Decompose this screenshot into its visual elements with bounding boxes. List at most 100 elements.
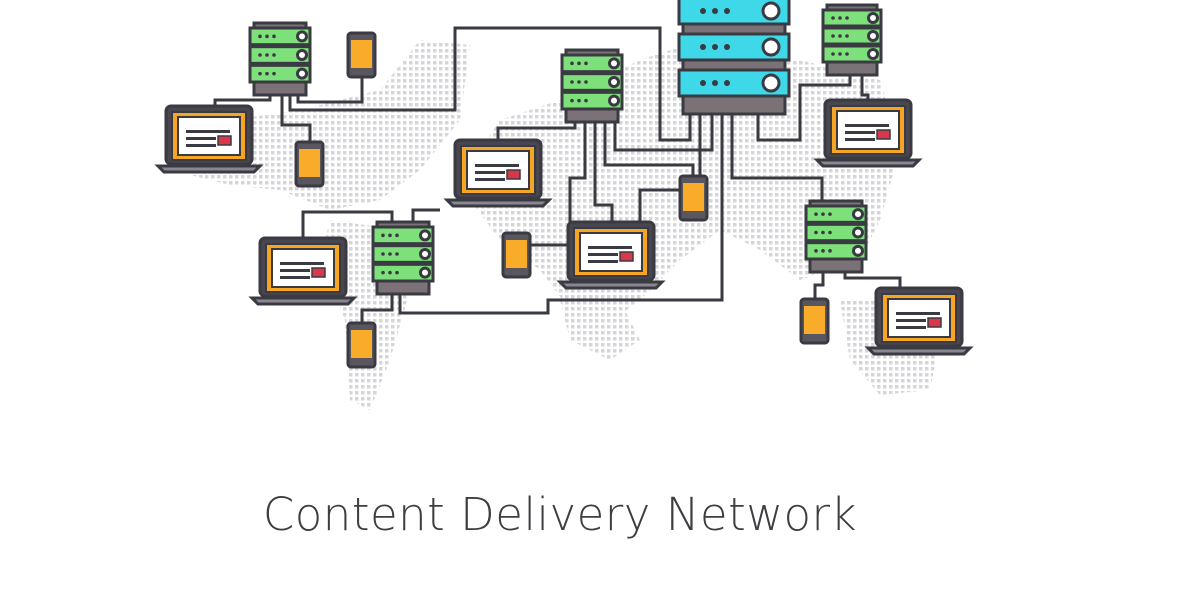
server-unit <box>560 90 624 111</box>
button-icon <box>217 135 232 146</box>
power-button-icon <box>761 1 781 21</box>
server-unit <box>560 53 624 74</box>
laptop <box>813 98 923 168</box>
status-light-icon <box>724 8 730 14</box>
laptop-base <box>864 346 974 356</box>
smartphone <box>346 321 377 369</box>
status-light-icon <box>577 61 581 66</box>
status-light-icon <box>258 34 262 39</box>
power-button-icon <box>419 248 431 260</box>
button-icon <box>619 251 634 262</box>
power-button-icon <box>852 244 864 257</box>
connection-line <box>296 77 364 104</box>
text-line <box>280 269 310 272</box>
status-light-icon <box>838 52 842 56</box>
status-light-icon <box>845 34 849 38</box>
smartphone <box>678 174 709 222</box>
text-line <box>845 138 875 141</box>
text-line <box>186 137 216 140</box>
button-icon <box>927 317 942 328</box>
status-light-icon <box>831 16 835 20</box>
button-icon <box>876 129 891 140</box>
status-light-icon <box>814 212 818 216</box>
status-light-icon <box>584 61 588 66</box>
connection-line <box>860 73 870 100</box>
status-light-icon <box>821 230 825 235</box>
status-light-icon <box>272 34 276 39</box>
server-unit <box>804 222 868 243</box>
status-light-icon <box>828 249 832 253</box>
status-light-icon <box>258 53 262 57</box>
smartphone <box>294 140 325 188</box>
power-button-icon <box>852 226 864 239</box>
smartphone <box>501 231 532 279</box>
status-light-icon <box>265 34 269 39</box>
status-light-icon <box>381 270 385 275</box>
laptop <box>556 220 666 290</box>
text-line <box>588 246 632 249</box>
connection-line <box>360 292 394 323</box>
text-line <box>186 144 216 147</box>
power-button-icon <box>419 229 431 242</box>
status-light-icon <box>831 34 835 38</box>
status-light-icon <box>821 212 825 216</box>
connection-line <box>411 208 440 224</box>
status-light-icon <box>395 270 399 275</box>
connection-line <box>280 93 312 142</box>
connection-line <box>638 112 702 230</box>
power-button-icon <box>419 266 431 279</box>
connection-line <box>613 112 714 152</box>
power-button-icon <box>296 30 308 43</box>
server-unit <box>804 204 868 224</box>
power-button-icon <box>608 57 620 70</box>
edge-server <box>560 48 624 124</box>
status-light-icon <box>700 44 706 50</box>
text-line <box>475 171 505 174</box>
smartphone <box>799 297 830 345</box>
status-light-icon <box>272 53 276 57</box>
status-light-icon <box>700 8 706 14</box>
text-line <box>280 276 310 279</box>
laptop-base <box>813 158 923 168</box>
text-line <box>896 319 926 322</box>
server-unit <box>821 8 883 28</box>
status-light-icon <box>821 249 825 253</box>
status-light-icon <box>712 80 718 86</box>
status-light-icon <box>828 212 832 216</box>
status-light-icon <box>845 52 849 56</box>
status-light-icon <box>828 230 832 235</box>
server-unit <box>804 241 868 261</box>
power-button-icon <box>761 37 781 57</box>
diagram-title: Content Delivery Network <box>262 488 858 541</box>
status-light-icon <box>570 80 574 84</box>
phone-screen <box>299 149 320 177</box>
continent-dots <box>560 300 640 360</box>
laptop <box>443 138 553 208</box>
connection-line <box>813 270 825 298</box>
laptop <box>248 236 358 306</box>
text-line <box>588 253 618 256</box>
connection-line <box>603 118 695 176</box>
status-light-icon <box>570 61 574 66</box>
status-light-icon <box>814 249 818 253</box>
status-light-icon <box>577 98 581 103</box>
status-light-icon <box>814 230 818 235</box>
button-icon <box>506 169 521 180</box>
status-light-icon <box>388 252 392 256</box>
status-light-icon <box>381 252 385 256</box>
status-light-icon <box>724 80 730 86</box>
power-button-icon <box>867 30 879 42</box>
devices <box>154 0 974 369</box>
power-button-icon <box>867 48 879 60</box>
server-unit <box>371 262 435 283</box>
status-light-icon <box>272 71 276 76</box>
text-line <box>588 260 618 263</box>
connection-line <box>730 112 824 203</box>
power-button-icon <box>296 67 308 80</box>
edge-server <box>371 220 435 296</box>
server-unit <box>821 26 883 46</box>
origin-server <box>677 0 791 116</box>
edge-server <box>804 199 868 274</box>
text-line <box>896 326 926 329</box>
